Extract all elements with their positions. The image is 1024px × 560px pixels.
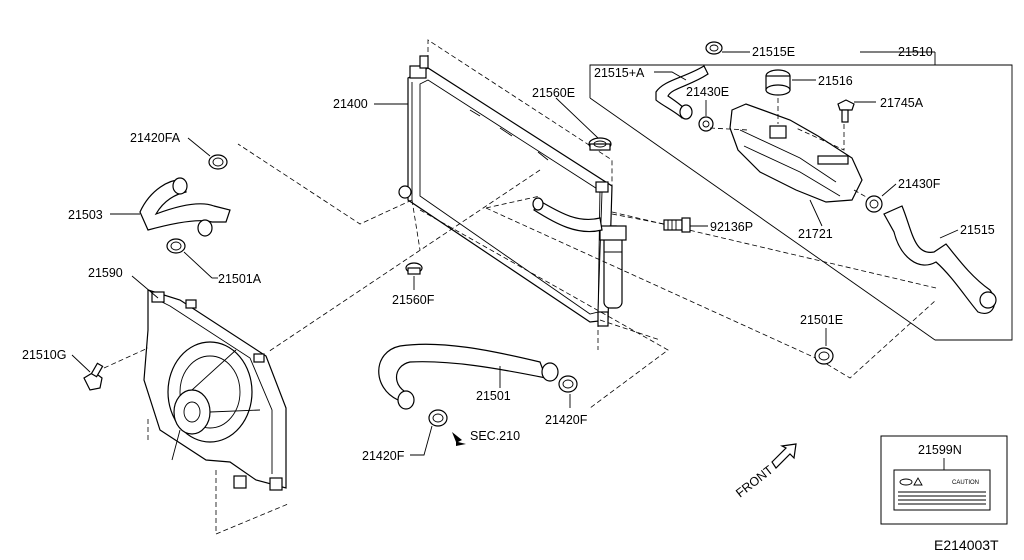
label-21560E: 21560E	[532, 86, 575, 100]
label-21745A: 21745A	[880, 96, 924, 110]
caution-label-box	[880, 435, 1008, 525]
clamp-21420F-right[interactable]	[558, 375, 578, 393]
overflow-hose-21515[interactable]	[883, 205, 997, 314]
label-21516: 21516	[818, 74, 853, 88]
label-21430E: 21430E	[686, 85, 729, 99]
bolt-21745A[interactable]	[837, 99, 855, 123]
label-21510: 21510	[898, 45, 933, 59]
label-21510G: 21510G	[22, 348, 66, 362]
label-front: FRONT	[733, 463, 776, 501]
label-21599N: 21599N	[918, 443, 962, 457]
upper-radiator-hose[interactable]	[533, 199, 603, 233]
label-21503: 21503	[68, 208, 103, 222]
radiator-cap-21560E[interactable]	[588, 137, 612, 151]
label-21400: 21400	[333, 97, 368, 111]
label-21515A: 21515+A	[594, 66, 645, 80]
sec210-arrow-icon	[452, 432, 466, 446]
front-arrow-icon	[771, 443, 797, 469]
clamp-21430F[interactable]	[865, 195, 883, 213]
clamp-21420F-left[interactable]	[428, 409, 448, 427]
reservoir-tank-21721[interactable]	[729, 103, 863, 203]
reservoir-cap-21516[interactable]	[765, 69, 791, 96]
clamp-21515E[interactable]	[705, 41, 723, 55]
drain-plug-21560F[interactable]	[405, 262, 423, 275]
clamp-21420FA[interactable]	[208, 154, 228, 170]
caution-text: CAUTION	[952, 480, 979, 486]
hose-21503[interactable]	[139, 177, 231, 237]
label-21515E: 21515E	[752, 45, 795, 59]
radiator[interactable]	[398, 55, 613, 327]
label-21590: 21590	[88, 266, 123, 280]
label-21420F-left: 21420F	[362, 449, 405, 463]
lower-radiator-hose-21501[interactable]	[378, 343, 559, 410]
label-21501E: 21501E	[800, 313, 843, 327]
label-21560F: 21560F	[392, 293, 435, 307]
caution-label[interactable]	[893, 469, 991, 511]
label-21515: 21515	[960, 223, 995, 237]
label-21430F: 21430F	[898, 177, 941, 191]
label-21721: 21721	[798, 227, 833, 241]
reservoir-hose-21515A[interactable]	[655, 65, 709, 120]
receiver-tank[interactable]	[599, 225, 627, 309]
sensor-92136P[interactable]	[663, 217, 691, 233]
label-92136P: 92136P	[710, 220, 753, 234]
drawing-id: E214003T	[934, 537, 999, 553]
label-sec210: SEC.210	[470, 429, 520, 443]
clamp-21501E[interactable]	[814, 347, 834, 365]
clamp-21430E[interactable]	[698, 116, 714, 132]
clamp-21501A[interactable]	[166, 238, 186, 254]
reservoir-group-bracket	[589, 64, 1013, 341]
label-21501A: 21501A	[218, 272, 262, 286]
bolt-21510G[interactable]	[83, 362, 104, 391]
label-21420F-right: 21420F	[545, 413, 588, 427]
label-21501: 21501	[476, 389, 511, 403]
label-21420FA: 21420FA	[130, 131, 181, 145]
fan-shroud-21590[interactable]	[143, 289, 287, 491]
